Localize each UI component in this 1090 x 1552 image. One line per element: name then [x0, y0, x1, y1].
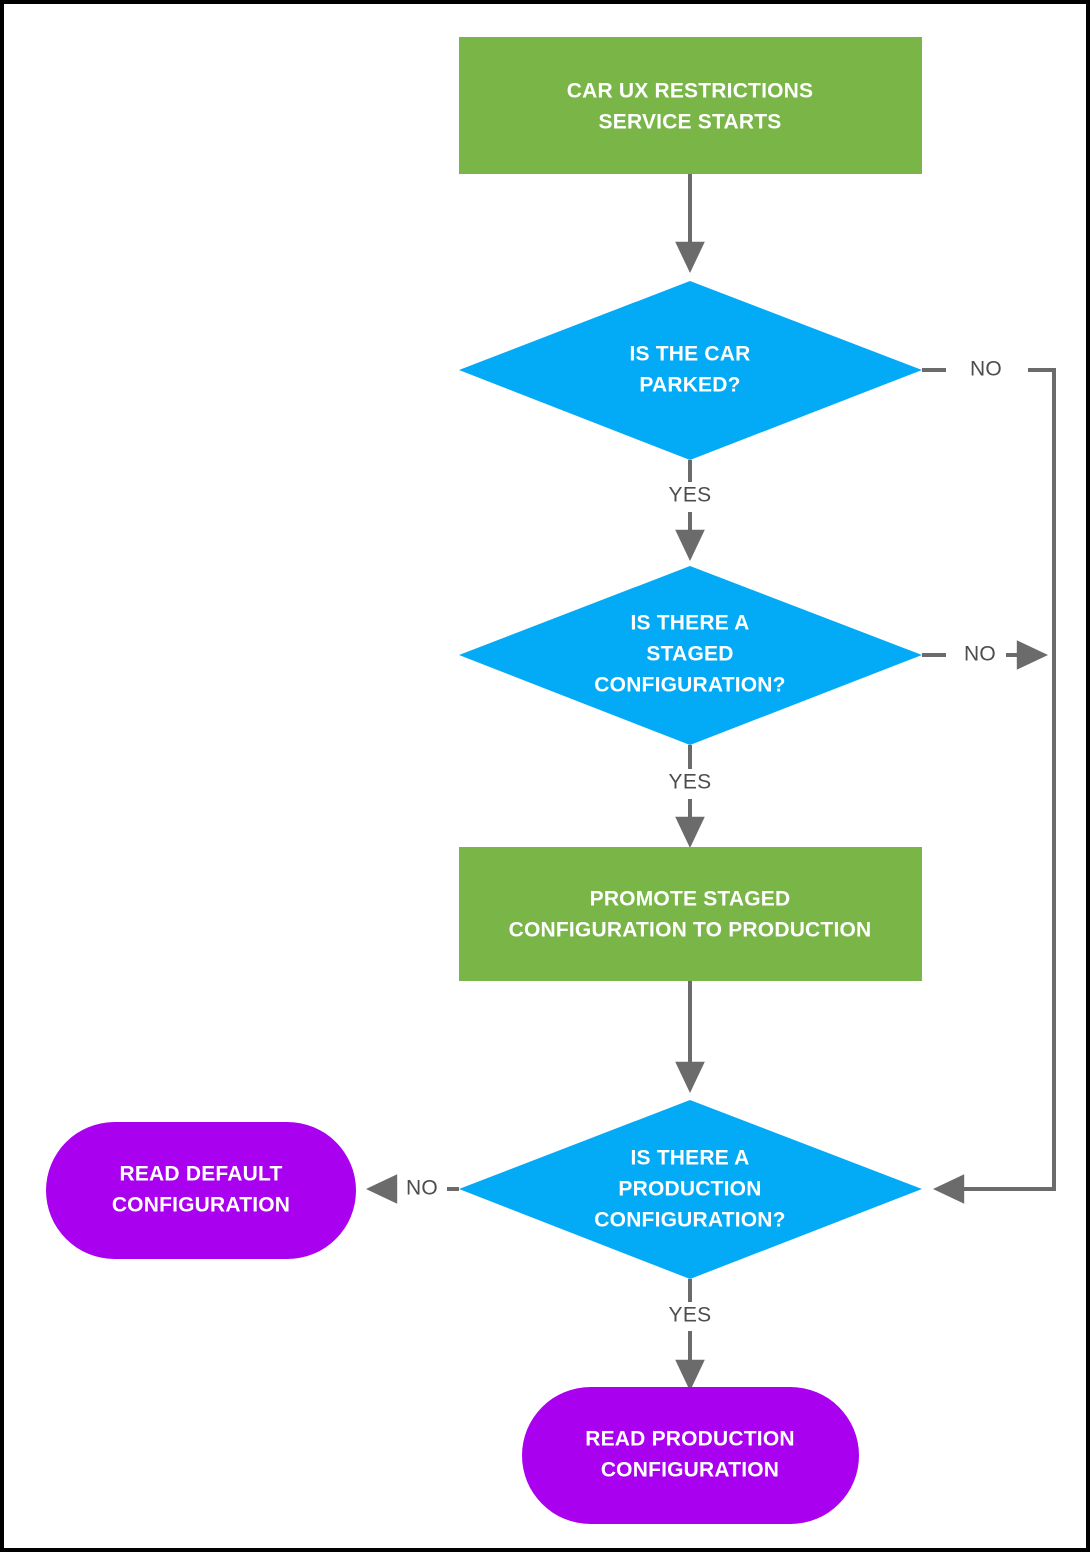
node-decision-staged-config-line-3: CONFIGURATION?: [594, 674, 785, 697]
node-terminal-read-default-shape: [46, 1122, 356, 1259]
node-decision-car-parked-line-1: IS THE CAR: [629, 343, 750, 366]
node-start[interactable]: CAR UX RESTRICTIONS SERVICE STARTS: [459, 37, 922, 174]
node-decision-staged-config-line-2: STAGED: [646, 643, 733, 666]
edge-label-yes-car-parked: YES: [669, 484, 712, 507]
edge-production-config-no-to-read-default: NO: [365, 1174, 459, 1204]
node-decision-car-parked-line-2: PARKED?: [639, 374, 740, 397]
node-process-promote-staged[interactable]: PROMOTE STAGED CONFIGURATION TO PRODUCTI…: [459, 847, 922, 981]
node-decision-car-parked-shape: [459, 281, 922, 460]
edge-label-yes-production-config: YES: [669, 1304, 712, 1327]
node-terminal-read-production-line-2: CONFIGURATION: [601, 1459, 779, 1482]
edge-staged-config-yes-to-promote: YES: [669, 745, 712, 849]
node-decision-production-config-line-1: IS THERE A: [630, 1147, 749, 1170]
node-start-line-1: CAR UX RESTRICTIONS: [567, 80, 813, 103]
edge-label-no-production-config: NO: [406, 1177, 438, 1200]
node-terminal-read-production[interactable]: READ PRODUCTION CONFIGURATION: [522, 1387, 859, 1524]
edge-staged-config-no-to-trunk: NO: [922, 640, 1049, 670]
node-process-promote-staged-shape: [459, 847, 922, 981]
edge-label-no-car-parked: NO: [970, 358, 1002, 381]
edge-car-parked-yes-to-staged-config: YES: [669, 460, 712, 562]
node-decision-production-config[interactable]: IS THERE A PRODUCTION CONFIGURATION?: [459, 1100, 922, 1279]
node-decision-staged-config-shape: [459, 566, 922, 745]
node-terminal-read-default-line-2: CONFIGURATION: [112, 1194, 290, 1217]
node-decision-staged-config[interactable]: IS THERE A STAGED CONFIGURATION?: [459, 566, 922, 745]
edge-production-config-yes-to-read-production: YES: [669, 1279, 712, 1392]
node-terminal-read-default[interactable]: READ DEFAULT CONFIGURATION: [46, 1122, 356, 1259]
edge-label-yes-staged-config: YES: [669, 771, 712, 794]
node-start-line-2: SERVICE STARTS: [599, 111, 782, 134]
edge-label-no-staged-config: NO: [964, 643, 996, 666]
node-decision-production-config-line-2: PRODUCTION: [618, 1178, 761, 1201]
node-process-promote-staged-line-1: PROMOTE STAGED: [590, 888, 791, 911]
node-terminal-read-production-line-1: READ PRODUCTION: [585, 1428, 795, 1451]
node-decision-production-config-shape: [459, 1100, 922, 1279]
edge-car-parked-no-to-production-config: NO: [922, 358, 1056, 1204]
node-terminal-read-default-line-1: READ DEFAULT: [119, 1163, 282, 1186]
node-terminal-read-production-shape: [522, 1387, 859, 1524]
node-decision-car-parked[interactable]: IS THE CAR PARKED?: [459, 281, 922, 460]
flowchart-canvas: NO YES NO YES NO: [46, 37, 1056, 1524]
node-start-shape: [459, 37, 922, 174]
node-process-promote-staged-line-2: CONFIGURATION TO PRODUCTION: [509, 919, 872, 942]
node-decision-production-config-line-3: CONFIGURATION?: [594, 1209, 785, 1232]
node-decision-staged-config-line-1: IS THERE A: [630, 612, 749, 635]
